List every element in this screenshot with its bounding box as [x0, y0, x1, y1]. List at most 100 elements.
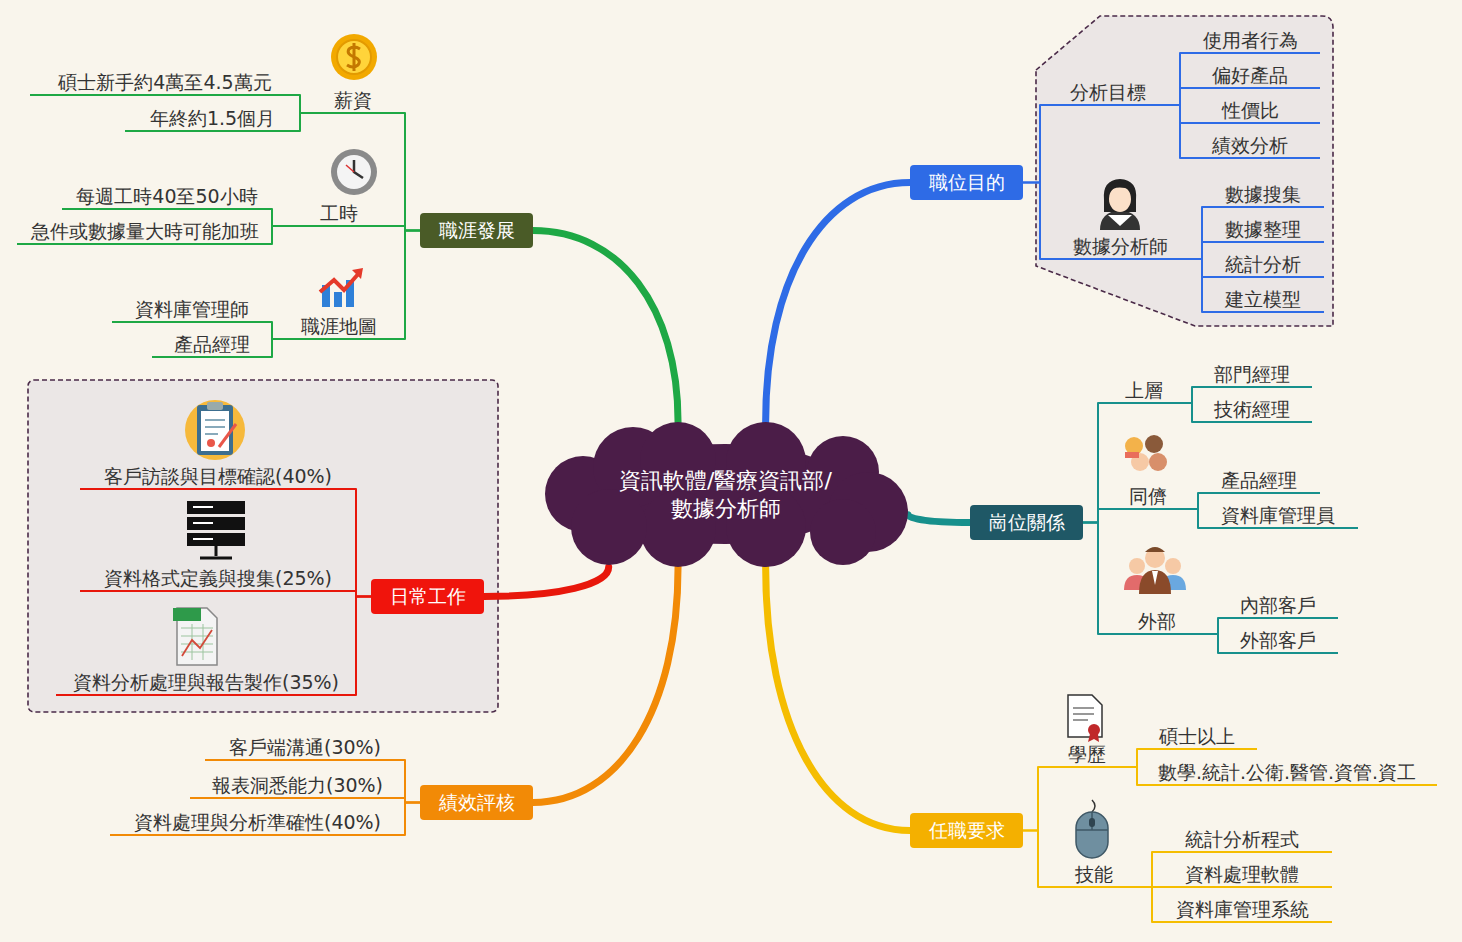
coin-icon-part: [331, 34, 377, 80]
topic-node: 建立模型: [1202, 287, 1324, 313]
topic-node: 急件或數據量大時可能加班: [17, 219, 272, 245]
topic-label: 學歷: [1038, 742, 1136, 766]
topic-label: 技術經理: [1192, 397, 1312, 421]
mouse-icon-part: [1076, 812, 1108, 858]
topic-label: 數學.統計.公衛.醫管.資管.資工: [1137, 760, 1437, 784]
boundary-region: [28, 16, 1333, 712]
clipboard-icon-part: [219, 424, 236, 447]
topic-node: 數據分析師: [1040, 234, 1200, 260]
topic-label: 資料庫管理系統: [1152, 897, 1332, 921]
clock-icon-part: [337, 155, 371, 189]
people-icon-part: [1165, 558, 1181, 574]
clock-icon-part: [354, 160, 363, 178]
topic-node: 技術經理: [1192, 397, 1312, 423]
branch-box: 績效評核: [420, 785, 533, 820]
topic-node: 外部客戶: [1218, 628, 1338, 654]
clock-icon-part: [346, 165, 354, 172]
topic-label: 碩士以上: [1137, 724, 1257, 748]
topic-node: 偏好產品: [1180, 63, 1320, 89]
topic-node: 數學.統計.公衛.醫管.資管.資工: [1137, 760, 1437, 786]
clipboard-icon-part: [201, 411, 229, 451]
topic-node: 部門經理: [1192, 362, 1312, 388]
people-icon-part: [1145, 547, 1165, 552]
branch-box: 職涯發展: [420, 213, 533, 248]
branch-label: 崗位關係: [970, 505, 1083, 540]
boundary-region-part: [28, 380, 498, 712]
topic-connector: [299, 113, 301, 131]
main-branch-line: [533, 231, 678, 423]
cloud-shape-part: [571, 489, 647, 565]
topic-label: 技能: [1038, 862, 1150, 886]
topic-connector: [1023, 767, 1038, 831]
chart-icon-part: [334, 292, 342, 307]
topic-connector: [356, 489, 371, 597]
spreadsheet-icon-part: [182, 630, 212, 656]
cloud-shape: [543, 422, 908, 567]
spreadsheet-icon-part: [181, 624, 213, 660]
server-icon: [187, 501, 245, 558]
main-branch-line: [533, 567, 678, 803]
topic-node: 資料分析處理與報告製作(35%): [56, 670, 356, 696]
topic-node: 工時: [272, 201, 405, 227]
topic-node: 分析目標: [1040, 80, 1175, 106]
topic-node: 統計分析: [1202, 252, 1324, 278]
topic-node: 使用者行為: [1180, 28, 1320, 54]
analyst-woman-icon: [1100, 179, 1140, 230]
topic-node: 資料處理與分析準確性(40%): [110, 810, 405, 836]
main-branch-line: [766, 567, 910, 831]
mouse-icon: [1076, 800, 1108, 858]
clipboard-icon: [185, 400, 245, 460]
branch-label: 績效評核: [420, 785, 533, 820]
cloud-shape-part: [810, 499, 876, 565]
topic-connector: [1023, 183, 1040, 260]
topic-label: 部門經理: [1192, 362, 1312, 386]
topic-label: 薪資: [300, 88, 405, 112]
topic-node: 內部客戶: [1218, 593, 1338, 619]
certificate-icon: [1068, 695, 1102, 742]
topic-node: 碩士以上: [1137, 724, 1257, 750]
topic-label: 分析目標: [1040, 80, 1175, 104]
topic-label: 產品經理: [1198, 468, 1320, 492]
chart-icon-part: [320, 272, 360, 292]
main-branch-line: [766, 183, 910, 423]
topic-node: 客戶端溝通(30%): [205, 735, 405, 761]
topic-node: 客戶訪談與目標確認(40%): [80, 464, 356, 490]
topic-node: 資料格式定義與搜集(25%): [80, 566, 356, 592]
handshake-icon-part: [1125, 452, 1139, 458]
topic-connector: [271, 226, 273, 244]
topic-label: 工時: [272, 201, 405, 225]
branch-label: 任職要求: [910, 813, 1023, 848]
topic-node: 資料處理軟體: [1152, 862, 1332, 888]
topic-connector: [405, 231, 420, 340]
topic-node: 報表洞悉能力(30%): [190, 773, 405, 799]
topic-connector: [356, 597, 371, 696]
topic-label: 使用者行為: [1180, 28, 1320, 52]
topic-label: 碩士新手約4萬至4.5萬元: [30, 70, 300, 94]
topic-connector: [1083, 403, 1098, 523]
server-icon-part: [200, 546, 232, 558]
branch-box: 任職要求: [910, 813, 1023, 848]
handshake-icon-part: [1145, 435, 1163, 453]
topic-label: 績效分析: [1180, 133, 1320, 157]
topic-label: 數據搜集: [1202, 182, 1324, 206]
central-topic-cloud: 資訊軟體/醫療資訊部/ 數據分析師: [543, 422, 908, 567]
topic-connector: [271, 339, 273, 357]
people-icon: [1124, 547, 1186, 594]
topic-label: 數據整理: [1202, 217, 1324, 241]
topic-label: 資料處理與分析準確性(40%): [110, 810, 405, 834]
topic-connector: [1083, 509, 1098, 523]
topic-node: 資料庫管理員: [1198, 503, 1358, 529]
branch-label: 職位目的: [910, 165, 1023, 200]
topic-label: 職涯地圖: [272, 314, 405, 338]
clock-icon-part: [331, 149, 377, 195]
topic-label: 統計分析程式: [1152, 827, 1332, 851]
branch-box: 崗位關係: [970, 505, 1083, 540]
topic-connector: [1023, 105, 1040, 183]
branch-box: 日常工作: [371, 579, 484, 614]
topic-label: 外部客戶: [1218, 628, 1338, 652]
analyst-woman-icon-part: [1100, 210, 1140, 230]
topic-label: 數據分析師: [1040, 234, 1200, 258]
topic-node: 同儕: [1098, 484, 1198, 510]
topic-connector: [1083, 523, 1098, 635]
